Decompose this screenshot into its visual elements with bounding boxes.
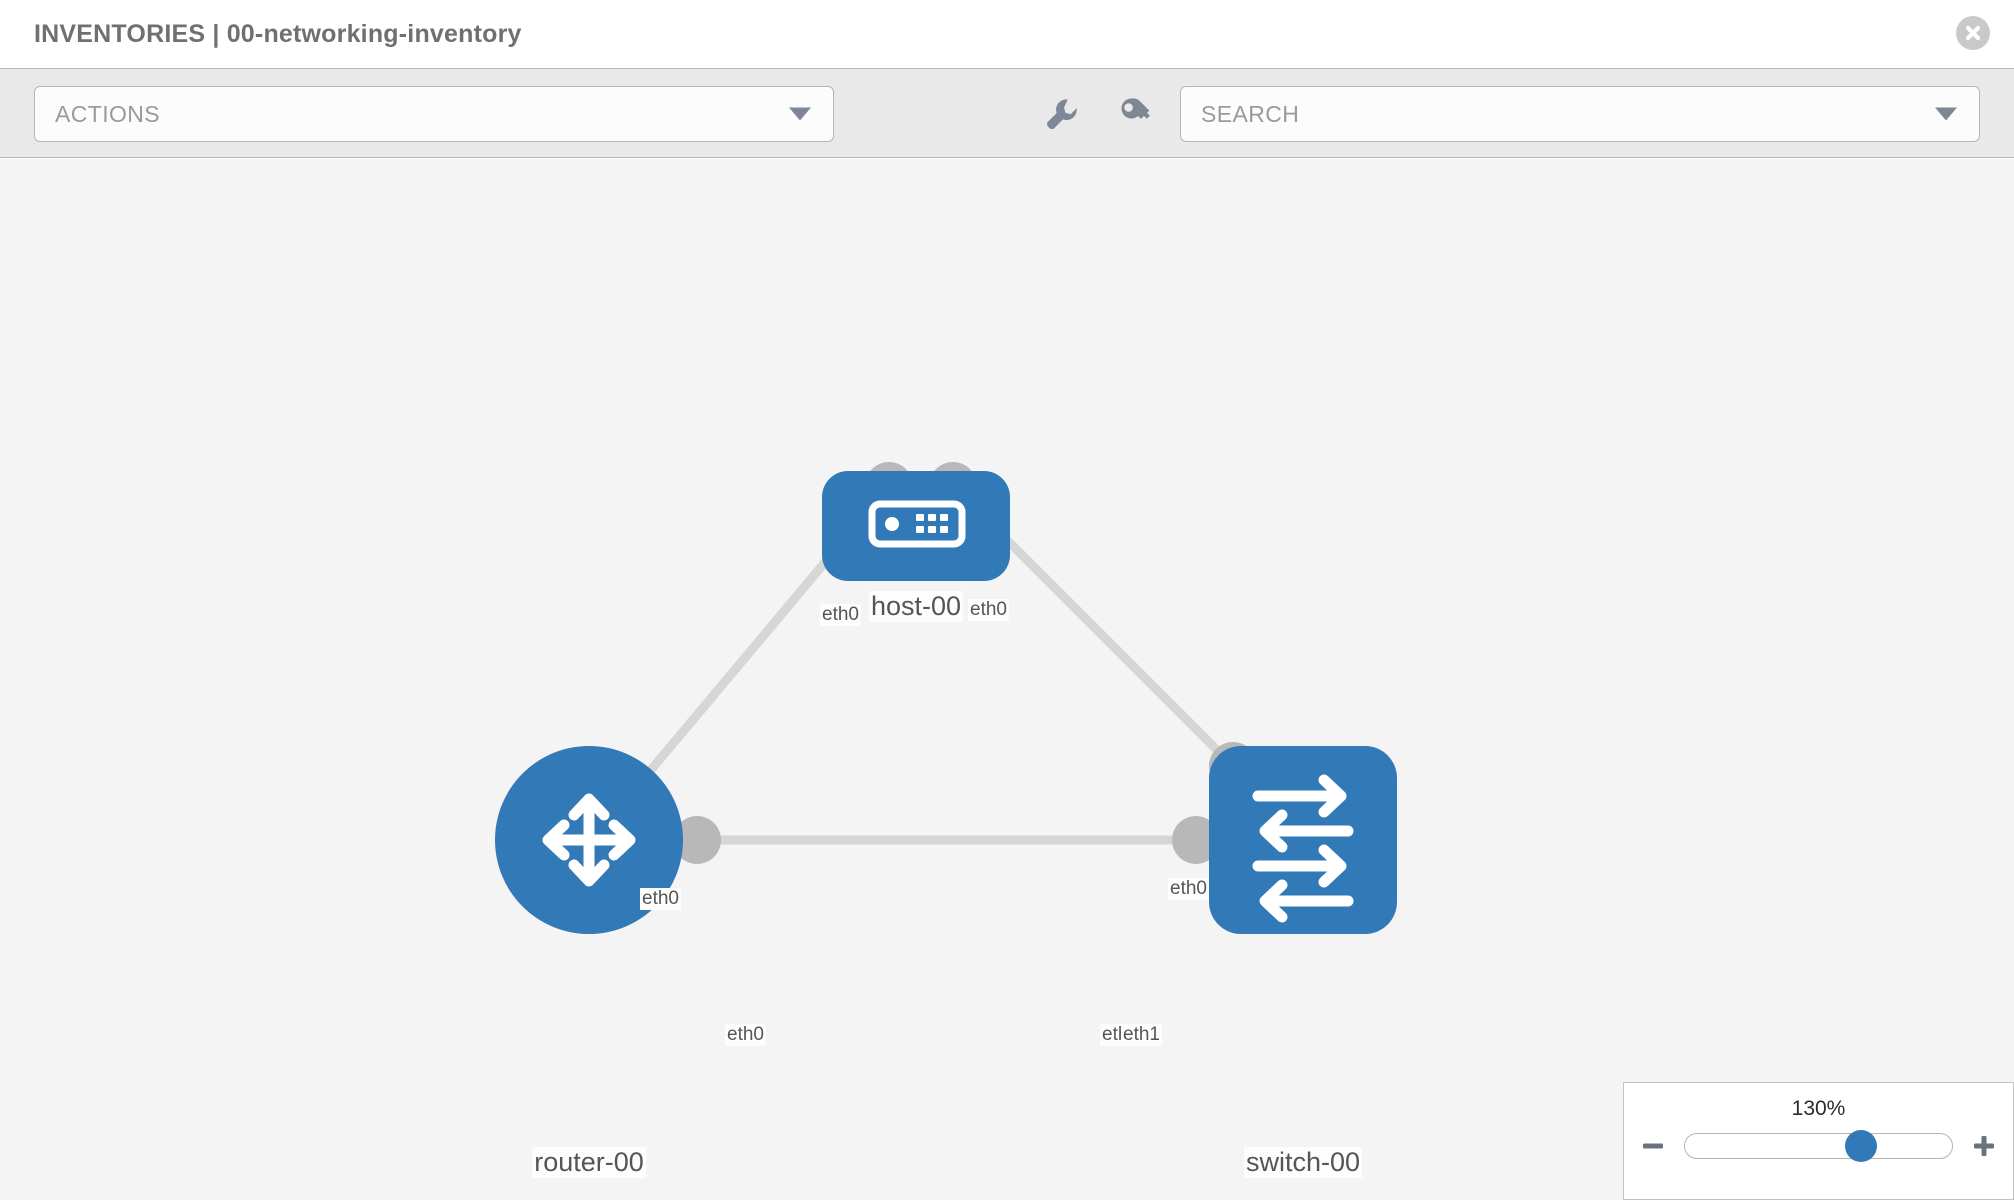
server-icon — [868, 500, 966, 548]
search-placeholder: SEARCH — [1201, 100, 1300, 127]
actions-dropdown[interactable]: ACTIONS — [34, 86, 834, 142]
chevron-down-icon[interactable] — [1935, 107, 1957, 121]
minus-icon[interactable] — [1638, 1131, 1668, 1161]
search-input[interactable]: SEARCH — [1180, 86, 1980, 142]
router-icon — [542, 793, 636, 887]
page-title: INVENTORIES | 00-networking-inventory — [34, 19, 522, 48]
actions-dropdown-label: ACTIONS — [55, 100, 161, 127]
node-router-00[interactable] — [495, 746, 683, 934]
topology-graph — [495, 462, 1397, 934]
toolbar-icon-group — [1040, 93, 1156, 133]
zoom-percent-label: 130% — [1791, 1097, 1846, 1120]
iface-label: eth0 — [968, 599, 1009, 621]
node-label-router-00: router-00 — [532, 1147, 646, 1178]
close-icon[interactable] — [1956, 16, 1990, 50]
key-icon[interactable] — [1116, 93, 1156, 133]
plus-icon[interactable] — [1969, 1131, 1999, 1161]
page-header: INVENTORIES | 00-networking-inventory — [0, 0, 2014, 68]
zoom-slider[interactable] — [1684, 1130, 1953, 1162]
topology-canvas[interactable]: eth0 eth0 eth0 eth0 eth0 eth eth1 host-0… — [0, 159, 2014, 1200]
wrench-icon[interactable] — [1040, 93, 1080, 133]
node-host-00[interactable] — [822, 471, 1010, 581]
zoom-controls — [1624, 1130, 2013, 1162]
iface-label: eth0 — [725, 1024, 766, 1046]
node-switch-00[interactable] — [1209, 746, 1397, 934]
port-switch-00-b[interactable] — [1172, 816, 1220, 864]
iface-label: eth0 — [820, 604, 861, 626]
iface-label: eth1 — [1121, 1024, 1162, 1046]
iface-label: eth0 — [1168, 878, 1209, 900]
port-router-00-a[interactable] — [673, 816, 721, 864]
node-label-host-00: host-00 — [868, 591, 964, 622]
node-label-switch-00: switch-00 — [1243, 1147, 1363, 1178]
zoom-slider-thumb[interactable] — [1845, 1130, 1878, 1162]
switch-icon — [1252, 774, 1354, 923]
toolbar: ACTIONS SEARCH — [0, 68, 2014, 158]
zoom-panel: 130% — [1623, 1082, 2014, 1200]
iface-label: eth0 — [640, 888, 681, 910]
chevron-down-icon — [789, 107, 811, 121]
